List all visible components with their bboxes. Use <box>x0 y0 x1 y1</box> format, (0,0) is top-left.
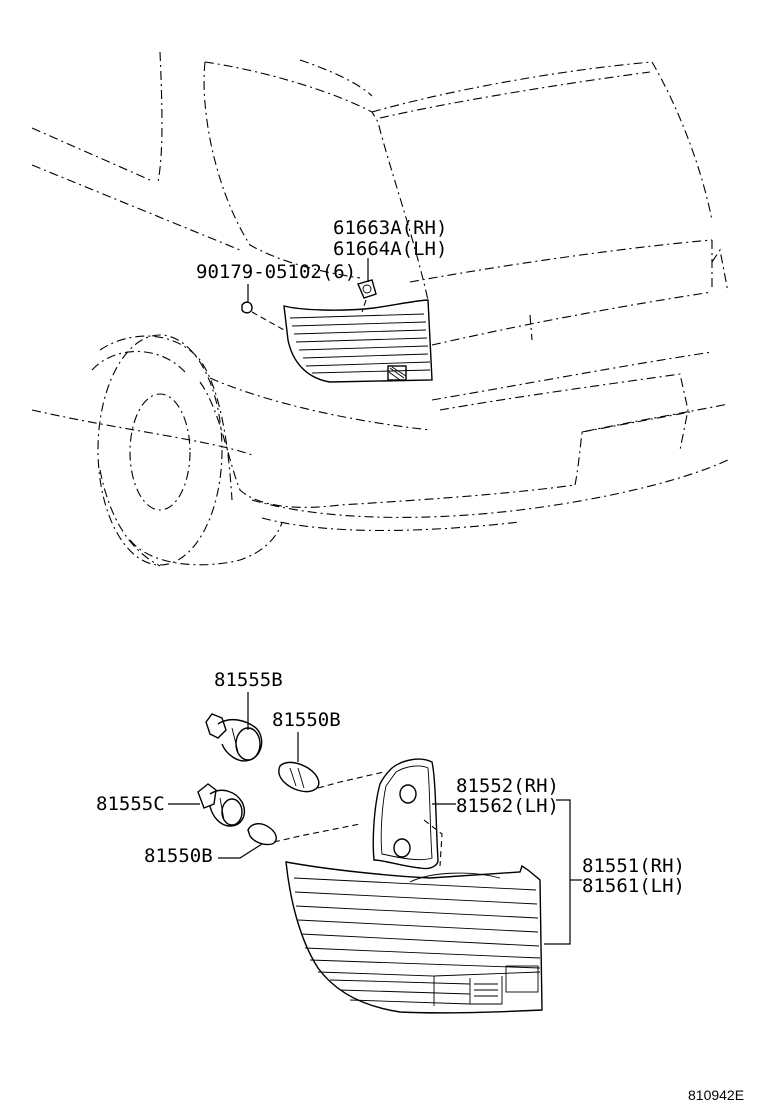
clip-rh-label: 61663A(RH) <box>333 217 447 239</box>
socket-b-part <box>205 713 263 762</box>
gasket-lh-label: 81562(LH) <box>456 795 559 817</box>
socket-b-label: 81555B <box>214 669 283 691</box>
socket-c-label: 81555C <box>96 793 165 815</box>
lamp-clip-part <box>357 279 377 313</box>
lamp-rh-label: 81551(RH) <box>582 855 685 877</box>
gasket-part <box>372 758 443 870</box>
socket-c-part <box>197 783 246 827</box>
clip-lh-label: 61664A(LH) <box>333 238 447 260</box>
bulb-b-lower-part <box>247 823 277 846</box>
bulb-b-lower-label: 81550B <box>144 845 213 867</box>
installed-tail-lamp <box>283 299 433 383</box>
bulb-b-upper-label: 81550B <box>272 709 341 731</box>
bulb-b-upper-part <box>278 761 320 793</box>
tail-lamp-assembly-part <box>285 861 543 1014</box>
lamp-bracket-line <box>544 799 571 945</box>
vehicle-rear-illustration <box>31 51 729 567</box>
diagram-reference-code: 810942E <box>688 1087 744 1103</box>
lamp-lh-label: 81561(LH) <box>582 875 685 897</box>
bulb-b-lower-leader-line <box>218 843 263 859</box>
screw-label: 90179-05102(6) <box>196 261 356 283</box>
screw-part <box>241 301 285 331</box>
gasket-rh-label: 81552(RH) <box>456 775 559 797</box>
